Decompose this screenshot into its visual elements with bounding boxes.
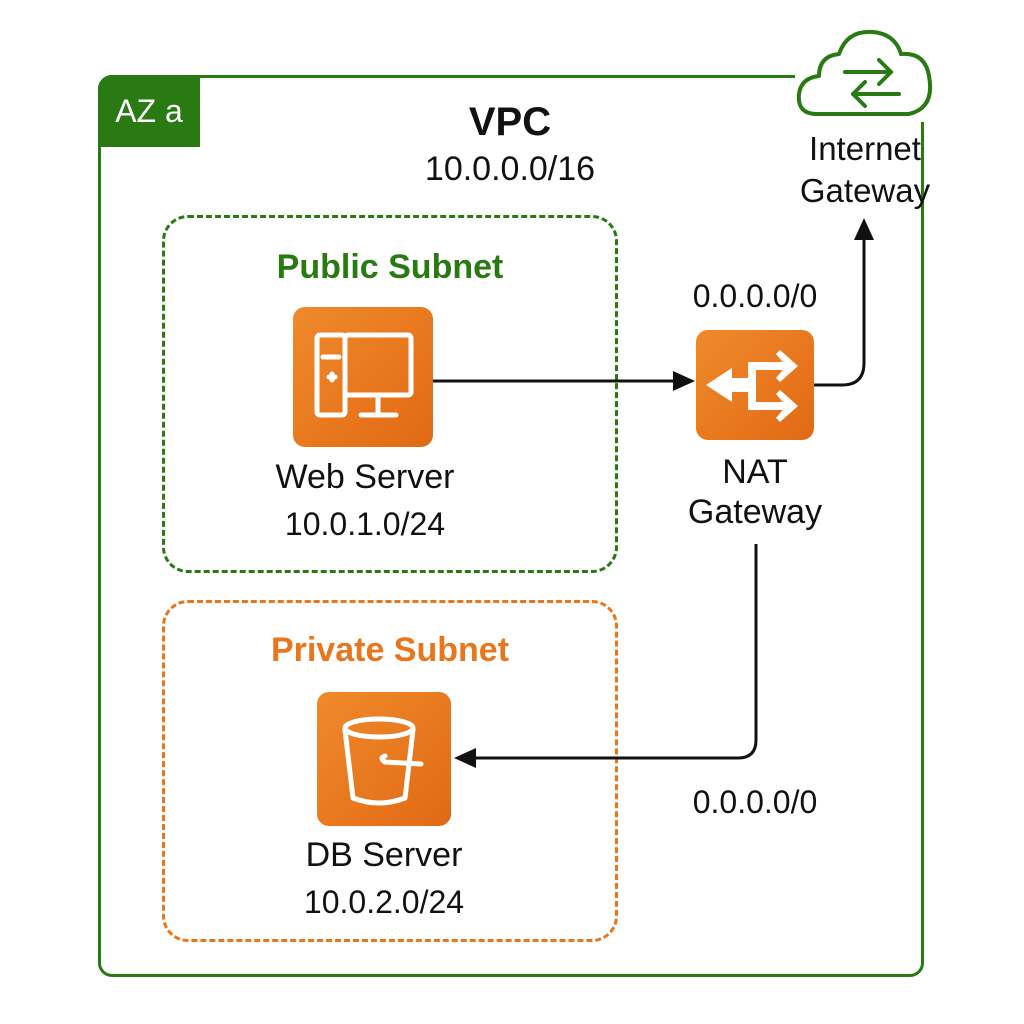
nat-arrows-icon bbox=[706, 350, 798, 422]
connector-nat-to-db bbox=[470, 544, 758, 760]
web-server-node[interactable] bbox=[293, 307, 433, 447]
vpc-title: VPC bbox=[468, 100, 552, 144]
cloud-exchange-icon bbox=[796, 29, 932, 116]
nat-gateway-label: NAT Gateway bbox=[675, 452, 835, 532]
route-label-private: 0.0.0.0/0 bbox=[692, 784, 818, 820]
arrowhead-db bbox=[454, 748, 476, 768]
bucket-icon bbox=[342, 716, 424, 806]
db-server-name: DB Server bbox=[305, 836, 463, 874]
availability-zone-tab: AZ a bbox=[98, 75, 200, 147]
vpc-container bbox=[98, 75, 924, 977]
internet-gateway-label: Internet Gateway bbox=[790, 128, 940, 212]
public-subnet-title: Public Subnet bbox=[276, 248, 504, 286]
nat-gateway-line1: NAT bbox=[722, 453, 788, 491]
private-subnet: Private Subnet bbox=[162, 600, 618, 942]
availability-zone-label: AZ a bbox=[115, 92, 183, 129]
connector-nat-to-igw bbox=[814, 232, 866, 387]
internet-gateway-node[interactable] bbox=[795, 22, 937, 122]
db-server-node[interactable] bbox=[317, 692, 451, 826]
vpc-cidr: 10.0.0.0/16 bbox=[424, 150, 596, 188]
web-server-cidr: 10.0.1.0/24 bbox=[284, 506, 446, 542]
public-subnet: Public Subnet bbox=[162, 215, 618, 573]
arrowhead-nat bbox=[673, 371, 695, 391]
route-label-igw: 0.0.0.0/0 bbox=[692, 278, 818, 314]
nat-gateway-node[interactable] bbox=[696, 330, 814, 440]
internet-gateway-line2: Gateway bbox=[799, 172, 931, 209]
desktop-computer-icon bbox=[314, 332, 414, 418]
arrowhead-igw bbox=[854, 218, 874, 240]
web-server-name: Web Server bbox=[275, 458, 455, 496]
internet-gateway-line1: Internet bbox=[809, 130, 921, 167]
nat-gateway-line2: Gateway bbox=[687, 493, 823, 531]
private-subnet-title: Private Subnet bbox=[270, 631, 510, 669]
db-server-cidr: 10.0.2.0/24 bbox=[303, 884, 465, 920]
